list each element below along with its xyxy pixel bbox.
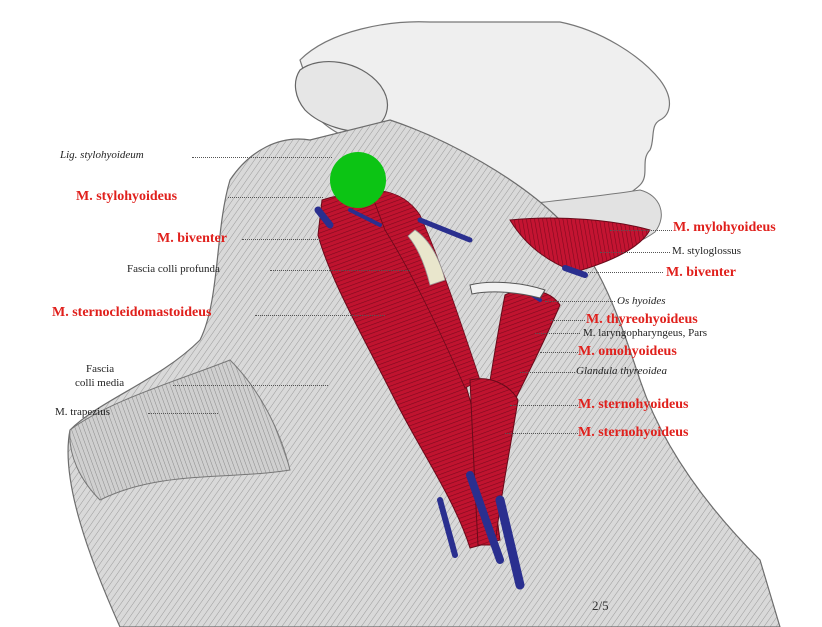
label-m-sternohyoideus-2: M. sternohyoideus [578, 425, 689, 440]
sternocleidomastoid-head [369, 189, 481, 389]
tendons [314, 206, 588, 590]
leader-glandula [520, 372, 575, 373]
leader-scm [255, 315, 385, 316]
label-m-styloglossus: M. styloglossus [672, 245, 742, 257]
label-m-stylohyoideus: M. stylohyoideus [76, 189, 178, 204]
leader-biventer-left [242, 239, 320, 240]
leader-thyreohyoideus [550, 320, 585, 321]
label-m-sternocleidomastoideus: M. sternocleidomastoideus [52, 305, 212, 320]
label-glandula-thyreoidea: Glandula thyreoidea [576, 365, 667, 377]
label-fascia-colli-profunda: Fascia colli profunda [127, 263, 220, 275]
label-m-biventer-right: M. biventer [666, 265, 736, 280]
label-m-sternohyoideus-1: M. sternohyoideus [578, 397, 689, 412]
leader-os-hyoides [545, 301, 615, 302]
label-m-laryngopharyngeus: M. laryngopharyngeus, Pars [583, 327, 708, 339]
trapezius-area [69, 359, 291, 501]
leader-stylohyoideus [228, 197, 323, 198]
leader-laryngopharyngeus [535, 333, 580, 334]
label-os-hyoides: Os hyoides [617, 295, 666, 307]
leader-fascia-media [173, 385, 328, 386]
leader-omohyoideus [540, 352, 578, 353]
leader-mylohyoideus [610, 230, 672, 231]
green-marker [330, 152, 386, 208]
label-colli-media: colli media [75, 377, 125, 389]
hyoid-bone [469, 281, 546, 299]
leader-fascia-profunda [270, 270, 410, 271]
leader-sternohyoideus-1 [510, 405, 578, 406]
label-lig-stylohyoideum: Lig. stylohyoideum [60, 149, 144, 161]
label-fascia: Fascia [86, 363, 115, 375]
label-m-mylohyoideus: M. mylohyoideus [673, 220, 776, 235]
leader-sternohyoideus-2 [505, 433, 578, 434]
fascia-strip [407, 229, 446, 286]
mylohyoid-muscle [509, 217, 651, 273]
leader-trapezius [148, 413, 218, 414]
label-m-omohyoideus: M. omohyoideus [578, 344, 677, 359]
leader-lig-stylohyoideum [192, 157, 332, 158]
label-m-biventer-left: M. biventer [157, 231, 227, 246]
label-m-trapezius: M. trapezius [55, 406, 110, 418]
leader-biventer-right [588, 272, 663, 273]
page-fraction: 2/5 [592, 598, 609, 613]
leader-styloglossus [600, 252, 670, 253]
label-m-thyreohyoideus: M. thyreohyoideus [586, 312, 698, 327]
